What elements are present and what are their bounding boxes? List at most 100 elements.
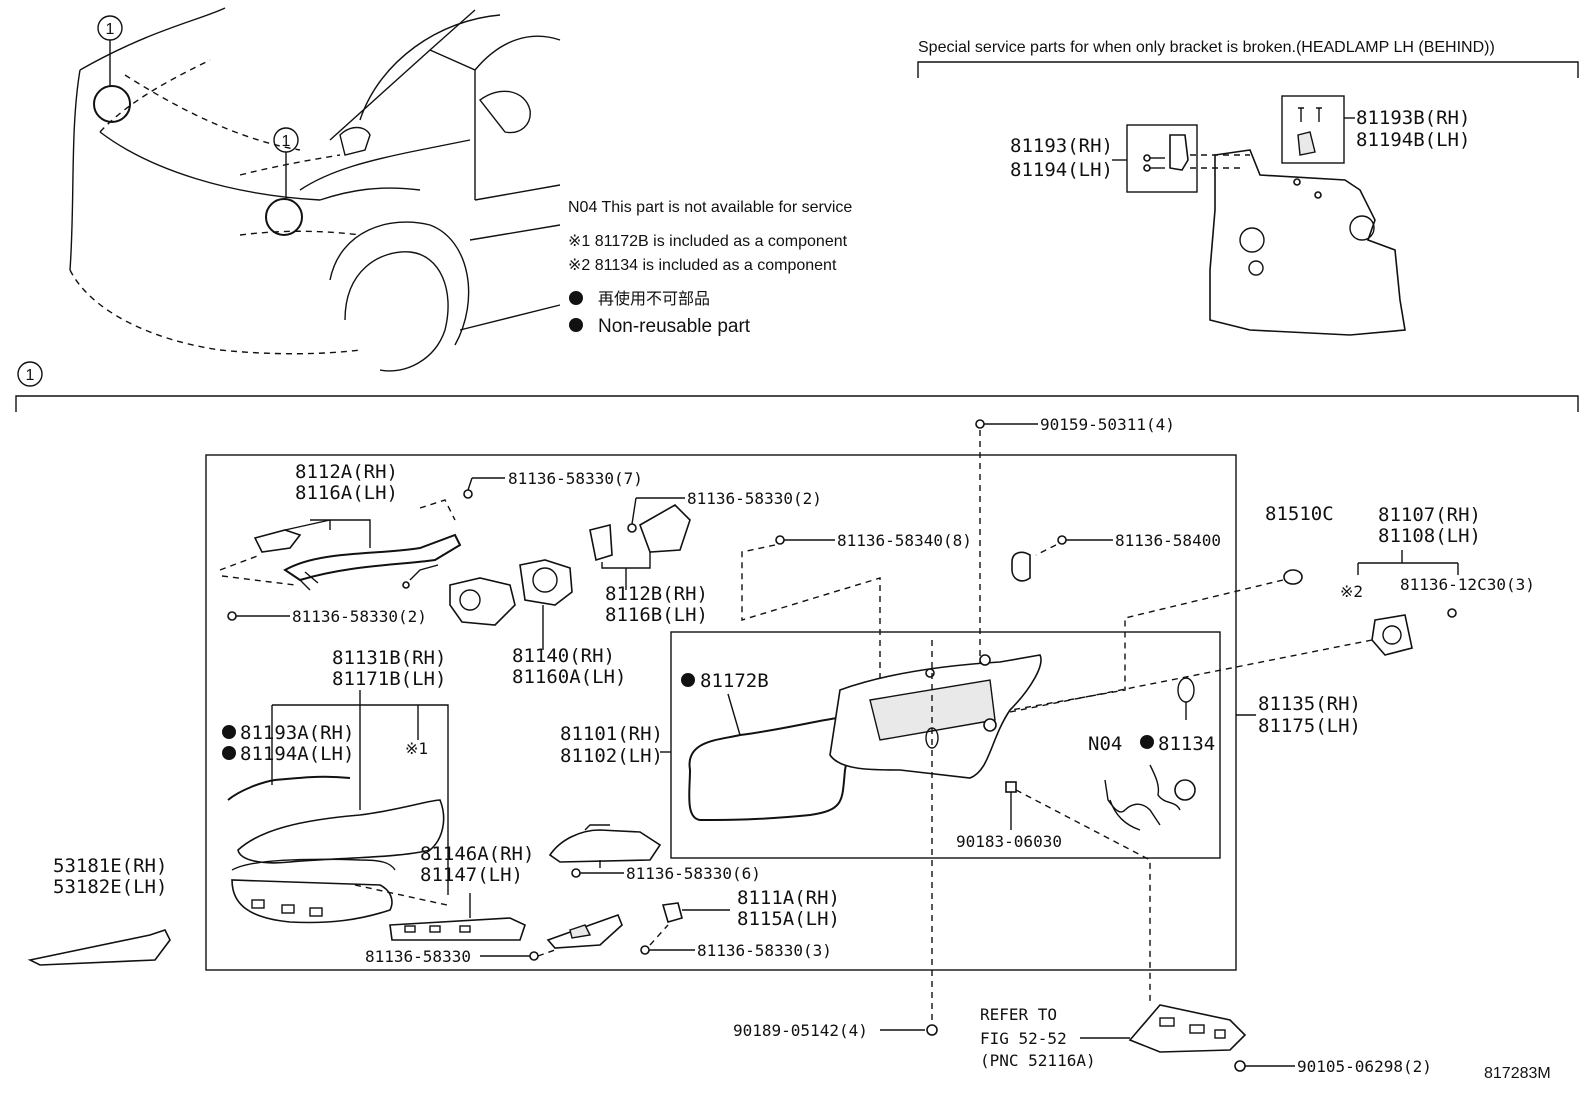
leader-81510c — [999, 579, 1284, 713]
label-81131b-rh: 81131B(RH) — [332, 647, 446, 669]
label-81136-58330: 81136-58330 — [365, 947, 471, 966]
callout-1-middle: 1 — [273, 127, 299, 199]
label-90105-06298-2: 90105-06298(2) — [1297, 1057, 1432, 1076]
label-81194a-lh: 81194A(LH) — [240, 743, 354, 765]
screw-81136-2a — [227, 611, 290, 621]
label-81194b-lh: 81194B(LH) — [1356, 129, 1470, 151]
label-81135-rh: 81135(RH) — [1258, 693, 1361, 715]
label-90189-05142-4: 90189-05142(4) — [733, 1021, 868, 1040]
label-81172b: 81172B — [700, 670, 769, 692]
label-81136-58340-8: 81136-58340(8) — [837, 531, 972, 550]
label-81510c: 81510C — [1265, 503, 1334, 525]
part-81140-projector — [449, 559, 573, 650]
label-81107-rh: 81107(RH) — [1378, 504, 1481, 526]
label-81140-rh: 81140(RH) — [512, 645, 615, 667]
label-81136-58330-7: 81136-58330(7) — [508, 469, 643, 488]
screw-81136-58330 — [480, 949, 556, 961]
label-81171b-lh: 81171B(LH) — [332, 668, 446, 690]
part-81172b-gasket — [688, 716, 851, 822]
label-81147-lh: 81147(LH) — [420, 864, 523, 886]
headlamp-lh-behind-illustration — [1126, 95, 1406, 336]
label-53182e-lh: 53182E(LH) — [53, 876, 167, 898]
label-81136-12c30-3: 81136-12C30(3) — [1400, 575, 1535, 594]
non-reusable-dot-icon — [222, 746, 236, 760]
svg-text:1: 1 — [282, 133, 291, 150]
non-reusable-dot-icon — [1140, 735, 1154, 749]
label-81160a-lh: 81160A(LH) — [512, 666, 626, 688]
label-81194-lh: 81194(LH) — [1010, 159, 1113, 181]
label-81108-lh: 81108(LH) — [1378, 525, 1481, 547]
label-8116b-lh: 8116B(LH) — [605, 604, 708, 626]
fig-ref-text: FIG 52-52 — [980, 1029, 1067, 1048]
label-81134: 81134 — [1158, 733, 1215, 755]
label-53181e-rh: 53181E(RH) — [53, 855, 167, 877]
clip-90189 — [880, 640, 938, 1036]
note-n04: N04 This part is not available for servi… — [568, 199, 852, 216]
cap-81136-58400 — [1011, 535, 1113, 582]
note-non-reusable-en: Non-reusable part — [598, 316, 751, 337]
vehicle-front-illustration — [69, 7, 561, 372]
part-81107-led-module — [1371, 614, 1413, 656]
section-bracket — [15, 395, 1579, 412]
non-reusable-dot-icon — [569, 291, 583, 305]
part-81101-housing — [829, 654, 1042, 779]
headlamp-housing-box — [670, 631, 1221, 859]
pnc-ref-text: (PNC 52116A) — [980, 1051, 1096, 1070]
bracket-81107 — [1357, 550, 1459, 575]
non-reusable-dot-icon — [681, 673, 695, 687]
callout-1-upper: 1 — [97, 15, 123, 86]
label-8115a-lh: 8115A(LH) — [737, 908, 840, 930]
screw-81136-8 — [741, 535, 881, 680]
figure-id: 817283M — [1484, 1065, 1551, 1082]
label-8112b-rh: 8112B(RH) — [605, 583, 708, 605]
label-81136-58330-2b: 81136-58330(2) — [687, 489, 822, 508]
screw-81136-7 — [463, 477, 505, 499]
part-81146a-bracket — [389, 893, 526, 941]
label-8116a-lh: 8116A(LH) — [295, 482, 398, 504]
screw-81136-12c30 — [1447, 608, 1457, 618]
label-81136-58330-6: 81136-58330(6) — [626, 864, 761, 883]
svg-text:1: 1 — [26, 367, 35, 384]
part-n04-wiring — [1104, 677, 1196, 831]
clip-90183 — [1005, 781, 1151, 1005]
label-8111a-rh: 8111A(RH) — [737, 887, 840, 909]
special-service-header: Special service parts for when only brac… — [918, 39, 1495, 56]
label-81101-rh: 81101(RH) — [560, 723, 663, 745]
star1-mark: ※1 — [405, 739, 428, 758]
part-8112b-lens — [589, 497, 691, 590]
clip-90105 — [1234, 1060, 1295, 1072]
label-81136-58330-3: 81136-58330(3) — [697, 941, 832, 960]
note-non-reusable-jp: 再使用不可部品 — [598, 290, 710, 308]
star2-mark: ※2 — [1340, 582, 1363, 601]
label-81136-58330-2a: 81136-58330(2) — [292, 607, 427, 626]
label-90183-06030: 90183-06030 — [956, 832, 1062, 851]
part-drl-lamp — [548, 824, 662, 878]
headlamp-assembly-box — [205, 454, 1237, 971]
callout-1-section: 1 — [17, 361, 43, 387]
note-star2: ※2 81134 is included as a component — [568, 257, 837, 274]
n04-mark: N04 — [1088, 733, 1122, 755]
label-81193-rh: 81193(RH) — [1010, 135, 1113, 157]
svg-text:1: 1 — [106, 21, 115, 38]
label-81136-58400: 81136-58400 — [1115, 531, 1221, 550]
part-52116a-bracket — [1128, 1004, 1247, 1053]
non-reusable-dot-icon — [222, 725, 236, 739]
label-81102-lh: 81102(LH) — [560, 745, 663, 767]
part-81510c — [1283, 569, 1303, 585]
label-81146a-rh: 81146A(RH) — [420, 843, 534, 865]
part-81131b-lens — [227, 690, 449, 924]
note-star1: ※1 81172B is included as a component — [568, 233, 848, 250]
non-reusable-dot-icon — [569, 318, 583, 332]
label-81193a-rh: 81193A(RH) — [240, 722, 354, 744]
leader-81172b — [727, 693, 741, 736]
label-81175-lh: 81175(LH) — [1258, 715, 1361, 737]
refer-to-text: REFER TO — [980, 1005, 1057, 1024]
part-8111a-turn-lamp — [546, 902, 730, 955]
label-8112a-rh: 8112A(RH) — [295, 461, 398, 483]
label-90159: 90159-50311(4) — [1040, 415, 1175, 434]
special-service-bracket — [917, 61, 1579, 78]
part-53181e-trim — [27, 929, 171, 966]
part-8112a-wire-harness — [219, 499, 462, 591]
label-81193b-rh: 81193B(RH) — [1356, 107, 1470, 129]
